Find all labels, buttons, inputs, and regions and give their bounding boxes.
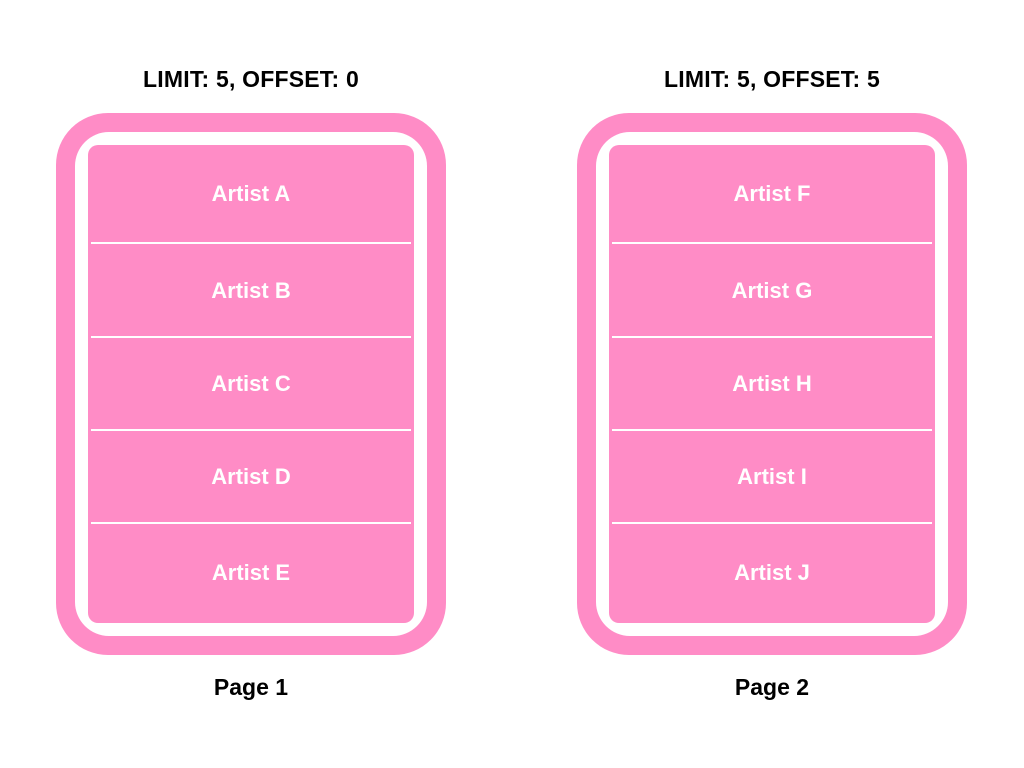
- row-divider: [91, 242, 411, 244]
- list-item: Artist G: [731, 277, 813, 303]
- row-divider: [91, 522, 411, 524]
- page-1-limit-offset-label: LIMIT: 5, OFFSET: 0: [143, 66, 359, 92]
- page-1-frame: Artist A Artist B Artist C Artist D Arti…: [56, 113, 446, 655]
- list-item: Artist F: [733, 181, 811, 206]
- list-item: Artist H: [732, 371, 812, 396]
- page-column-1: LIMIT: 5, OFFSET: 0 Artist A Artist B Ar…: [56, 0, 446, 768]
- page-2-list: Artist F Artist G Artist H Artist I Arti…: [609, 145, 935, 623]
- list-item: Artist D: [211, 464, 291, 489]
- list-item: Artist A: [211, 181, 291, 206]
- page-2-limit-offset-label: LIMIT: 5, OFFSET: 5: [664, 66, 880, 92]
- row-divider: [612, 242, 932, 244]
- page-column-2: LIMIT: 5, OFFSET: 5 Artist F Artist G Ar…: [577, 0, 967, 768]
- list-item: Artist E: [211, 560, 291, 585]
- page-1-label: Page 1: [213, 674, 289, 700]
- list-item: Artist J: [734, 560, 810, 585]
- row-divider: [612, 336, 932, 338]
- row-divider: [612, 522, 932, 524]
- page-1-list: Artist A Artist B Artist C Artist D Arti…: [88, 145, 414, 623]
- list-item: Artist C: [211, 371, 291, 396]
- row-divider: [612, 429, 932, 431]
- page-2-frame-inner: Artist F Artist G Artist H Artist I Arti…: [596, 132, 948, 636]
- page-2-frame: Artist F Artist G Artist H Artist I Arti…: [577, 113, 967, 655]
- page-2-label: Page 2: [734, 674, 810, 700]
- row-divider: [91, 429, 411, 431]
- list-item: Artist I: [737, 464, 807, 489]
- list-item: Artist B: [211, 277, 291, 303]
- row-divider: [91, 336, 411, 338]
- page-1-frame-inner: Artist A Artist B Artist C Artist D Arti…: [75, 132, 427, 636]
